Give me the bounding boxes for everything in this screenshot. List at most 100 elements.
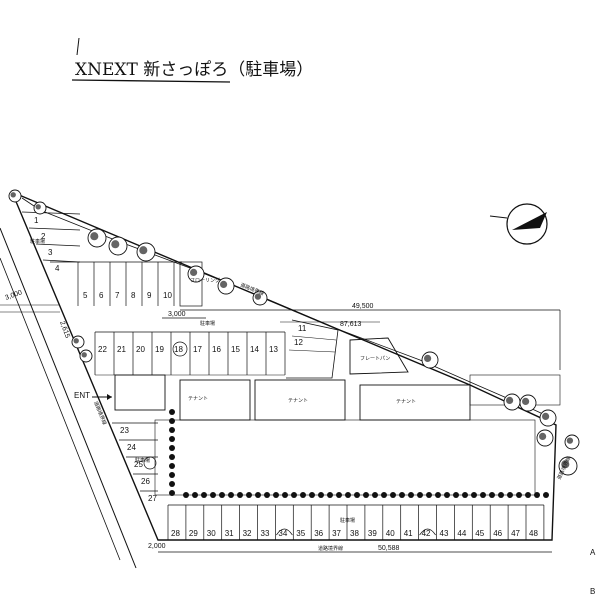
- stall-6: 6: [99, 291, 104, 300]
- edge-label-b-right: B: [590, 587, 595, 596]
- stall-42: 42: [422, 529, 431, 538]
- hedge-shrub-icon: [498, 492, 504, 498]
- hedge-shrub-icon: [273, 492, 279, 498]
- hedge-shrub-icon: [399, 492, 405, 498]
- svg-text:フレートパン: フレートパン: [360, 356, 390, 362]
- road-label-left: 道路境界線: [92, 400, 108, 426]
- stall-21: 21: [117, 345, 126, 354]
- stall-27: 27: [148, 494, 157, 503]
- road-label-diagonal: 道路境界線: [239, 281, 265, 297]
- hedge-shrub-icon: [169, 472, 175, 478]
- stall-32: 32: [243, 529, 252, 538]
- hedge-shrub-icon: [435, 492, 441, 498]
- stall-25: 25: [134, 460, 143, 469]
- stall-9: 9: [147, 291, 152, 300]
- stall-4: 4: [55, 264, 60, 273]
- stall-2: 2: [41, 232, 46, 241]
- frontage-label: フローリング: [190, 277, 220, 284]
- parking-label-mid: 駐車場: [135, 457, 150, 464]
- hedge-shrub-icon: [426, 492, 432, 498]
- building-label-2: テナント: [288, 398, 308, 404]
- dimension-lines: [158, 309, 561, 553]
- stall-36: 36: [314, 529, 323, 538]
- stall-39: 39: [368, 529, 377, 538]
- stall-26: 26: [141, 477, 150, 486]
- hedge-shrub-icon: [354, 492, 360, 498]
- stall-7: 7: [115, 291, 120, 300]
- hedge-shrub-icon: [516, 492, 522, 498]
- left-road: [0, 227, 137, 569]
- hedge-shrub-icon: [444, 492, 450, 498]
- hedge-shrub-icon: [210, 492, 216, 498]
- hedge-shrub-icon: [372, 492, 378, 498]
- dimension-50588: 50,588: [378, 545, 400, 552]
- stalls-diagonal: 11 12: [286, 319, 339, 379]
- hedge-shrub-icon: [169, 454, 175, 460]
- hedge-shrub-icon: [327, 492, 333, 498]
- stall-1: 1: [34, 216, 39, 225]
- stall-30: 30: [207, 529, 216, 538]
- title-underline: [71, 79, 231, 83]
- hedge-shrub-icon: [237, 492, 243, 498]
- dimension-3000-top: 3,000: [168, 311, 186, 318]
- hedge-shrub-icon: [345, 492, 351, 498]
- hedge-shrub-icon: [525, 492, 531, 498]
- stall-17: 17: [193, 345, 202, 354]
- parking-label-left: 駐車場: [30, 238, 45, 245]
- hedge-shrub-icon: [543, 492, 549, 498]
- stall-8: 8: [131, 291, 136, 300]
- stall-38: 38: [350, 529, 359, 538]
- dimension-87613: 87,613: [340, 321, 362, 328]
- hedge-shrub-icon: [489, 492, 495, 498]
- hedge-shrub-icon: [246, 492, 252, 498]
- stall-28: 28: [171, 529, 180, 538]
- hedge-shrub-icon: [183, 492, 189, 498]
- hedge-shrub-icon: [169, 481, 175, 487]
- stall-13: 13: [269, 345, 278, 354]
- hedge-shrub-icon: [201, 492, 207, 498]
- stall-41: 41: [404, 529, 413, 538]
- hedge-shrub-icon: [390, 492, 396, 498]
- stall-47: 47: [511, 529, 520, 538]
- hedge-shrub-icon: [417, 492, 423, 498]
- hedge-shrub-icon: [471, 492, 477, 498]
- hedge-shrub-icon: [228, 492, 234, 498]
- stall-20: 20: [136, 345, 145, 354]
- hedge-shrub-icon: [219, 492, 225, 498]
- stall-46: 46: [493, 529, 502, 538]
- hedge-shrub-icon: [255, 492, 261, 498]
- stall-14: 14: [250, 345, 259, 354]
- stall-3: 3: [48, 248, 53, 257]
- building-label-1: テナント: [188, 396, 208, 402]
- hedge-shrub-icon: [264, 492, 270, 498]
- stall-45: 45: [475, 529, 484, 538]
- stall-19: 19: [155, 345, 164, 354]
- hedge-shrub-icon: [169, 427, 175, 433]
- stall-37: 37: [332, 529, 341, 538]
- stall-22: 22: [98, 345, 107, 354]
- parking-label-top: 駐車場: [200, 320, 215, 327]
- hedge-shrub-icon: [534, 492, 540, 498]
- stall-16: 16: [212, 345, 221, 354]
- buildings: テナント テナント テナント: [114, 374, 561, 496]
- hedge-shrub-icon: [408, 492, 414, 498]
- hedge-shrub-icon: [507, 492, 513, 498]
- edge-label-a: A: [590, 548, 596, 557]
- dimension-2000: 2,000: [148, 543, 166, 550]
- stall-43: 43: [440, 529, 449, 538]
- hedge-shrub-icon: [169, 490, 175, 496]
- stall-23: 23: [120, 426, 129, 435]
- hedge-shrub-icon: [381, 492, 387, 498]
- hedge-shrub-icon: [309, 492, 315, 498]
- hedge-shrub-icon: [192, 492, 198, 498]
- hedge-shrub-icon: [169, 445, 175, 451]
- hedge-shrub-icon: [462, 492, 468, 498]
- stall-18: 18: [174, 345, 183, 354]
- hedge-shrub-icon: [480, 492, 486, 498]
- dimension-3000-left: 3,000: [4, 289, 23, 302]
